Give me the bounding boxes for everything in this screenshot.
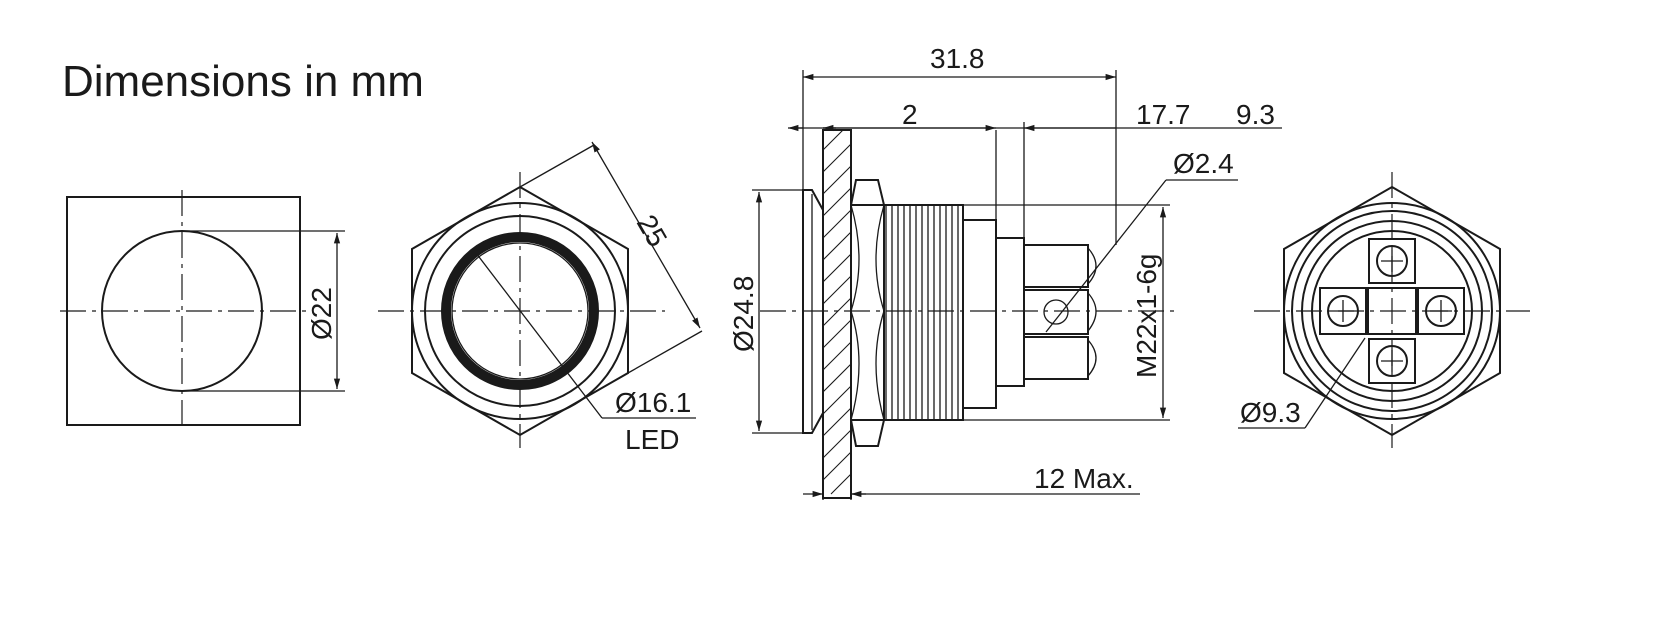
thread-lines	[885, 205, 959, 420]
panel-thickness-12-max-label: 12 Max.	[1034, 463, 1134, 494]
extension-line-flat-lower	[627, 330, 703, 374]
rear-terminal-left	[1319, 287, 1367, 335]
thread-m22-label: M22x1-6g	[1131, 253, 1162, 378]
terminal-middle	[1023, 289, 1089, 335]
square-view: Ø22	[60, 190, 345, 432]
panel-section	[822, 129, 852, 499]
rear-terminal-bottom	[1368, 338, 1416, 384]
pin-hole	[1043, 299, 1069, 325]
terminal-bottom	[1023, 336, 1089, 380]
across-flats-25-label: 25	[631, 210, 673, 252]
extension-line-flat-upper	[519, 144, 595, 188]
rear-center-block	[1367, 287, 1417, 335]
nut-chamfer-right	[875, 204, 885, 421]
side-hex-nut	[850, 179, 885, 447]
terminal-middle-tip	[1087, 292, 1097, 332]
pin-hole-2-4-label: Ø2.4	[1173, 148, 1234, 179]
rear-housing	[962, 219, 997, 409]
body-17-7-label: 17.7	[1136, 99, 1191, 130]
front-view: 25 Ø16.1 LED	[378, 141, 703, 455]
center-diameter-9-3-label: Ø9.3	[1240, 397, 1301, 428]
bezel-diameter-24-8-label: Ø24.8	[728, 276, 759, 352]
side-view: 31.8 2 17.7 9.3 Ø2.4 Ø24.8 M22x1-6g 12 M…	[728, 43, 1282, 500]
across-flats-dimension-line	[591, 141, 701, 329]
page-title: Dimensions in mm	[62, 57, 424, 106]
rear-terminal-top	[1368, 238, 1416, 284]
terminal-top-tip	[1087, 247, 1097, 285]
panel-hatching	[822, 129, 852, 495]
terminal-base	[995, 237, 1025, 387]
rear-terminal-right	[1417, 287, 1465, 335]
bezel-2-label: 2	[902, 99, 918, 130]
diameter-22-label: Ø22	[306, 287, 337, 340]
terminal-bottom-tip	[1087, 339, 1097, 377]
led-diameter-leader	[475, 252, 603, 419]
terminal-top	[1023, 244, 1089, 288]
screw-right-icon	[1425, 295, 1457, 327]
screw-top-icon	[1376, 245, 1408, 277]
nut-chamfer-left	[850, 204, 860, 421]
rear-circle-2	[1291, 210, 1493, 412]
led-diameter-16-1-label: Ø16.1	[615, 387, 691, 418]
terminal-9-3-label: 9.3	[1236, 99, 1275, 130]
screw-bottom-icon	[1376, 345, 1408, 377]
led-label: LED	[625, 424, 679, 455]
overall-length-31-8-label: 31.8	[930, 43, 985, 74]
screw-left-icon	[1327, 295, 1359, 327]
rear-view: Ø9.3	[1238, 172, 1530, 448]
center-diameter-leader	[1304, 337, 1366, 429]
